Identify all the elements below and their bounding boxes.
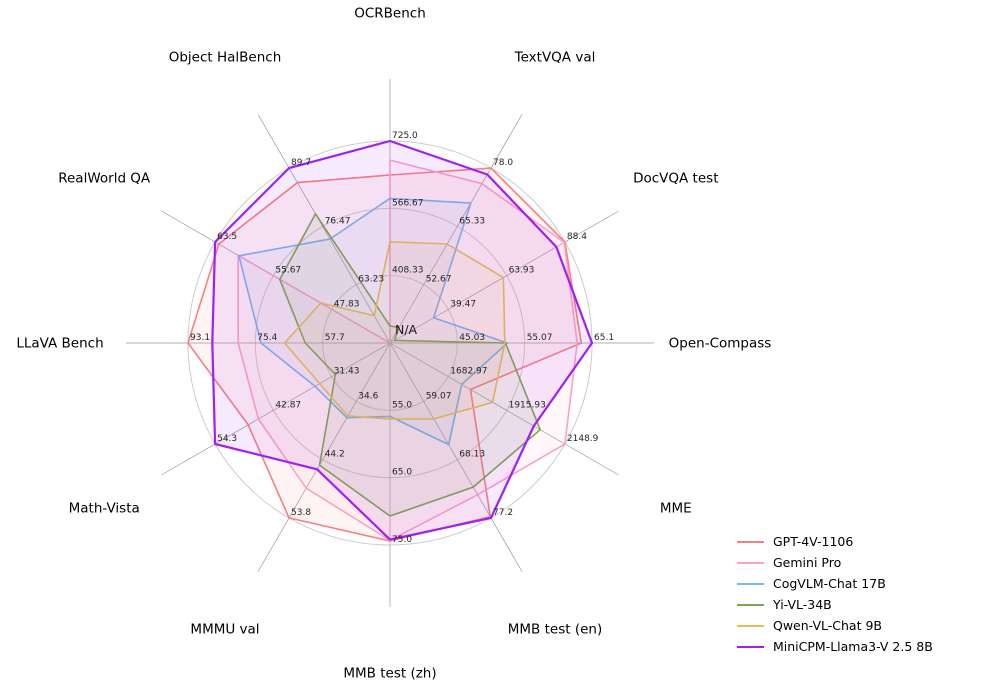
tick-label-llava-bench-1: 75.4: [257, 333, 277, 343]
tick-label-math-vista-2: 54.3: [217, 434, 237, 444]
tick-label-docvqa-test-1: 63.93: [509, 266, 535, 276]
axis-label-mmmu-val: MMMU val: [190, 621, 259, 637]
tick-label-mmb-test-en-1: 68.13: [459, 450, 485, 460]
tick-label-open-compass-2: 65.1: [594, 333, 614, 343]
tick-label-ocrbench-0: 408.33: [392, 266, 424, 276]
tick-label-textvqa-val-0: 52.67: [426, 275, 452, 285]
axis-spoke-textvqa-val: [389, 114, 523, 344]
axis-label-textvqa-val: TextVQA val: [514, 50, 596, 66]
tick-label-mmmu-val-2: 53.8: [291, 508, 311, 518]
legend-label: Yi-VL-34B: [773, 597, 832, 612]
axis-label-open-compass: Open-Compass: [669, 336, 772, 352]
tick-label-mme-2: 2148.9: [567, 434, 599, 444]
tick-label-open-compass-0: 45.03: [459, 333, 485, 343]
legend-label: CogVLM-Chat 17B: [773, 576, 886, 591]
tick-label-mmb-test-zh-2: 75.0: [392, 535, 412, 545]
tick-label-mmb-test-en-0: 59.07: [426, 391, 452, 401]
tick-label-object-halbench-2: 89.7: [291, 158, 311, 168]
tick-label-mmb-test-en-2: 77.2: [493, 508, 513, 518]
series-yi-vl-34b: [278, 213, 542, 517]
tick-label-textvqa-val-1: 65.33: [459, 216, 485, 226]
tick-label-realworld-qa-0: 47.83: [334, 299, 360, 309]
legend-label: MiniCPM-Llama3-V 2.5 8B: [773, 639, 933, 654]
axis-spoke-object-halbench: [257, 114, 391, 344]
tick-label-realworld-qa-1: 55.67: [275, 266, 301, 276]
tick-label-open-compass-1: 55.07: [527, 333, 553, 343]
tick-label-ocrbench-1: 566.67: [392, 198, 424, 208]
legend-item-minicpm-llama3-v-2-5-8b: MiniCPM-Llama3-V 2.5 8B: [737, 639, 933, 655]
axis-label-ocrbench: OCRBench: [354, 6, 426, 22]
legend-label: GPT-4V-1106: [773, 534, 854, 549]
legend-item-qwen-vl-chat-9b: Qwen-VL-Chat 9B: [737, 618, 933, 634]
tick-label-mmmu-val-1: 44.2: [325, 450, 345, 460]
axis-label-mme: MME: [660, 501, 692, 517]
axis-label-mmb-test-zh: MMB test (zh): [343, 666, 436, 682]
axis-spoke-math-vista: [161, 342, 391, 476]
series-cogvlm-chat-17b: [238, 197, 509, 446]
legend-item-cogvlm-chat-17b: CogVLM-Chat 17B: [737, 576, 933, 592]
center-na-label: N/A: [395, 322, 418, 337]
tick-label-math-vista-0: 31.43: [334, 367, 360, 377]
legend-label: Gemini Pro: [773, 555, 842, 570]
axis-label-object-halbench: Object HalBench: [169, 50, 282, 66]
legend-line-swatch: [737, 625, 764, 627]
series-minicpm-llama3-v-2-5-8b: [211, 139, 594, 541]
tick-label-realworld-qa-2: 63.5: [217, 232, 237, 242]
axis-label-docvqa-test: DocVQA test: [633, 171, 718, 187]
tick-label-docvqa-test-0: 39.47: [450, 299, 476, 309]
legend-item-gemini-pro: Gemini Pro: [737, 555, 933, 571]
tick-label-llava-bench-0: 57.7: [325, 333, 345, 343]
tick-label-object-halbench-1: 76.47: [325, 216, 351, 226]
legend-line-swatch: [737, 604, 764, 606]
axis-spoke-mmb-test-en: [389, 342, 523, 572]
legend-item-gpt-4v-1106: GPT-4V-1106: [737, 534, 933, 550]
tick-label-docvqa-test-2: 88.4: [567, 232, 587, 242]
axis-spoke-mmmu-val: [257, 342, 391, 572]
tick-label-llava-bench-2: 93.1: [190, 333, 210, 343]
axis-label-realworld-qa: RealWorld QA: [58, 171, 151, 187]
axis-spoke-docvqa-test: [389, 210, 619, 344]
tick-label-mmmu-val-0: 34.6: [358, 391, 378, 401]
axis-spoke-mme: [389, 342, 619, 476]
tick-label-ocrbench-2: 725.0: [392, 131, 418, 141]
tick-label-math-vista-1: 42.87: [275, 400, 301, 410]
axis-label-math-vista: Math-Vista: [69, 501, 140, 517]
tick-label-mmb-test-zh-0: 55.0: [392, 400, 412, 410]
legend-line-swatch: [737, 646, 764, 648]
tick-label-mmb-test-zh-1: 65.0: [392, 468, 412, 478]
legend-line-swatch: [737, 541, 764, 543]
legend-item-yi-vl-34b: Yi-VL-34B: [737, 597, 933, 613]
tick-label-textvqa-val-2: 78.0: [493, 158, 513, 168]
tick-label-mme-1: 1915.93: [509, 400, 546, 410]
axis-label-mmb-test-en: MMB test (en): [508, 621, 602, 637]
legend-line-swatch: [737, 562, 764, 564]
legend-line-swatch: [737, 583, 764, 585]
series-qwen-vl-chat-9b: [283, 241, 506, 420]
legend-label: Qwen-VL-Chat 9B: [773, 618, 882, 633]
tick-label-mme-0: 1682.97: [450, 367, 487, 377]
tick-label-object-halbench-0: 63.23: [358, 275, 384, 285]
axis-label-llava-bench: LLaVA Bench: [16, 336, 103, 352]
